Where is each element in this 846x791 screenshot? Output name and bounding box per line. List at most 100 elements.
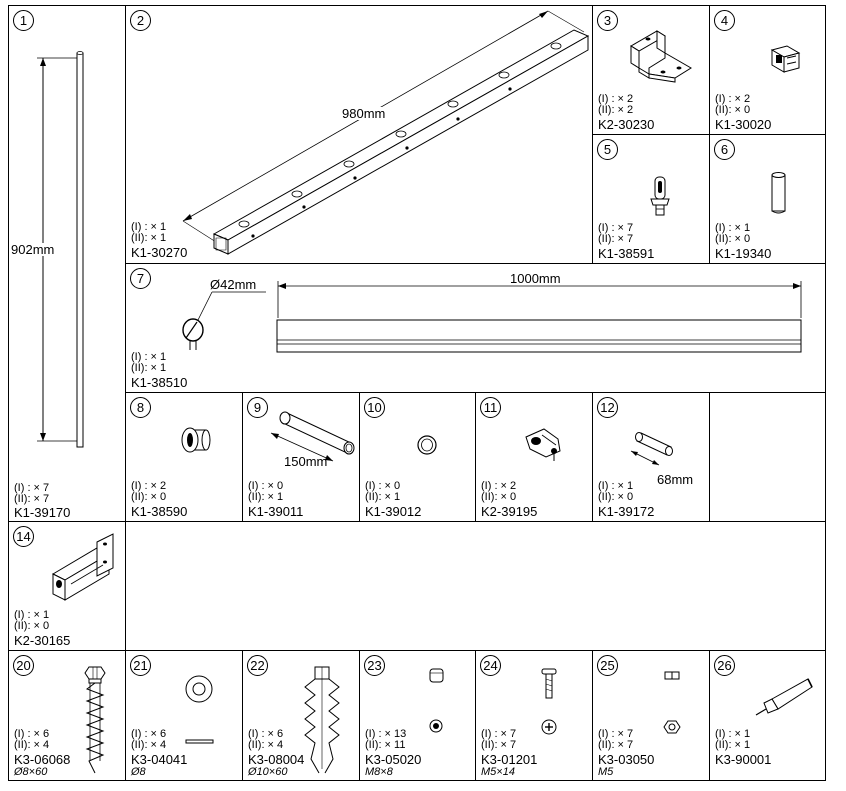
- tube-illustration: [9, 6, 127, 523]
- part-code: K1-30020: [715, 117, 772, 132]
- part-code: K1-39012: [365, 504, 422, 519]
- quantity-set-1: (I) : × 2: [598, 93, 634, 105]
- end-cap-illustration: [710, 6, 827, 136]
- part-cell-21: 21 (I) : × 6 (II): × 4 K3-04041 Ø8: [125, 650, 243, 781]
- length-dimension: 980mm: [342, 106, 386, 121]
- lag-screw-illustration: [9, 651, 127, 782]
- part-cell-14: 14 (I) : × 1 (II): × 0 K2-30165: [8, 521, 126, 651]
- diameter-dimension: Ø42mm: [210, 277, 257, 292]
- part-spec: M5×14: [481, 766, 515, 778]
- set-screw-illustration: [360, 651, 477, 782]
- quantity-set-1: (I) : × 0: [248, 480, 284, 492]
- sleeve-illustration: [710, 135, 827, 265]
- quantity-set-1: (I) : × 7: [481, 728, 517, 740]
- part-number: 25: [597, 655, 618, 676]
- part-number: 11: [480, 397, 501, 418]
- quantity-set-1: (I) : × 1: [715, 222, 751, 234]
- ring-and-rail-illustration: [126, 264, 827, 394]
- part-cell-24: 24 (I) : × 7 (II): × 7 K3-01201 M5×14: [475, 650, 593, 781]
- quantity-set-2: (II): × 0: [131, 491, 167, 503]
- part-code: K3-90001: [715, 752, 772, 767]
- quantity-set-2: (II): × 0: [481, 491, 517, 503]
- quantity-set-2: (II): × 0: [715, 233, 751, 245]
- part-code: K2-30230: [598, 117, 655, 132]
- part-number: 2: [130, 10, 151, 31]
- quantity-set-1: (I) : × 1: [715, 728, 751, 740]
- part-code: K3-08004: [248, 752, 305, 767]
- empty-cell: [709, 392, 826, 522]
- part-number: 4: [714, 10, 735, 31]
- part-cell-25: 25 (I) : × 7 (II): × 7 K3-03050 M5: [592, 650, 710, 781]
- quantity-set-1: (I) : × 2: [481, 480, 517, 492]
- quantity-set-2: (II): × 11: [365, 739, 406, 751]
- length-dimension: 902mm: [11, 242, 55, 257]
- plug-illustration: [126, 393, 244, 523]
- part-code: K2-30165: [14, 633, 71, 648]
- tube-illustration: [243, 393, 361, 523]
- empty-cell: [125, 521, 826, 651]
- part-cell-26: 26 (I) : × 1 (II): × 1 K3-90001: [709, 650, 826, 781]
- part-code: K1-30270: [131, 245, 188, 260]
- part-cell-12: 12 68mm (I) : × 1 (II): × 0 K1-39172: [592, 392, 710, 522]
- wall-anchor-illustration: [243, 651, 361, 782]
- part-cell-10: 10 (I) : × 0 (II): × 1 K1-39012: [359, 392, 476, 522]
- part-number: 6: [714, 139, 735, 160]
- part-code: K3-01201: [481, 752, 538, 767]
- wall-bracket-illustration: [9, 522, 127, 652]
- quantity-set-2: (II): × 1: [365, 491, 401, 503]
- part-spec: Ø8×60: [14, 766, 48, 778]
- washer-illustration: [360, 393, 477, 523]
- part-cell-1: 1 902mm (I) : × 7 (II): × 7 K1-39170: [8, 5, 126, 522]
- part-spec: Ø10×60: [248, 766, 288, 778]
- length-dimension: 68mm: [657, 472, 694, 487]
- part-number: 5: [597, 139, 618, 160]
- part-number: 26: [714, 655, 735, 676]
- quantity-set-2: (II): × 1: [715, 739, 751, 751]
- part-number: 3: [597, 10, 618, 31]
- part-cell-9: 9 150mm (I) : × 0 (II): × 1 K1-39011: [242, 392, 360, 522]
- part-spec: M8×8: [365, 766, 393, 778]
- quantity-set-2: (II): × 7: [14, 493, 50, 505]
- part-code: K1-38590: [131, 504, 188, 519]
- quantity-set-2: (II): × 4: [14, 739, 50, 751]
- quantity-set-2: (II): × 0: [715, 104, 751, 116]
- quantity-set-1: (I) : × 13: [365, 728, 407, 740]
- machine-screw-illustration: [476, 651, 594, 782]
- part-number: 21: [130, 655, 151, 676]
- part-number: 7: [130, 268, 151, 289]
- part-code: K1-38591: [598, 246, 655, 261]
- part-code: K2-39195: [481, 504, 538, 519]
- part-cell-7: 7 Ø42mm 1000mm (I) : × 1 (II): × 1 K1-38…: [125, 263, 826, 393]
- part-number: 20: [13, 655, 34, 676]
- part-code: K1-39170: [14, 505, 71, 520]
- quantity-set-1: (I) : × 7: [598, 728, 634, 740]
- part-number: 23: [364, 655, 385, 676]
- quantity-set-1: (I) : × 1: [14, 609, 50, 621]
- quantity-set-1: (I) : × 1: [598, 480, 634, 492]
- quantity-set-1: (I) : × 1: [131, 351, 167, 363]
- quantity-set-2: (II): × 7: [481, 739, 517, 751]
- part-code: K1-19340: [715, 246, 772, 261]
- part-cell-11: 11 (I) : × 2 (II): × 0 K2-39195: [475, 392, 593, 522]
- part-code: K1-39172: [598, 504, 655, 519]
- part-code: K3-03050: [598, 752, 655, 767]
- quantity-set-1: (I) : × 7: [14, 482, 50, 494]
- quantity-set-2: (II): × 7: [598, 233, 634, 245]
- quantity-set-2: (II): × 7: [598, 739, 634, 751]
- part-cell-22: 22 (I) : × 6 (II): × 4 K3-08004 Ø10×60: [242, 650, 360, 781]
- quantity-set-1: (I) : × 7: [598, 222, 634, 234]
- bracket-illustration: [593, 6, 711, 136]
- length-dimension: 1000mm: [510, 271, 561, 286]
- part-code: K3-06068: [14, 752, 71, 767]
- square-bar-illustration: [126, 6, 594, 265]
- quantity-set-1: (I) : × 6: [131, 728, 167, 740]
- part-cell-8: 8 (I) : × 2 (II): × 0 K1-38590: [125, 392, 243, 522]
- part-cell-6: 6 (I) : × 1 (II): × 0 K1-19340: [709, 134, 826, 264]
- part-number: 8: [130, 397, 151, 418]
- length-dimension: 150mm: [284, 454, 328, 469]
- part-number: 24: [480, 655, 501, 676]
- part-cell-5: 5 (I) : × 7 (II): × 7 K1-38591: [592, 134, 710, 264]
- washer-illustration: [126, 651, 244, 782]
- part-cell-2: 2 980mm (I) : × 1 (II): × 1 K1-30270: [125, 5, 593, 264]
- clamp-illustration: [476, 393, 594, 523]
